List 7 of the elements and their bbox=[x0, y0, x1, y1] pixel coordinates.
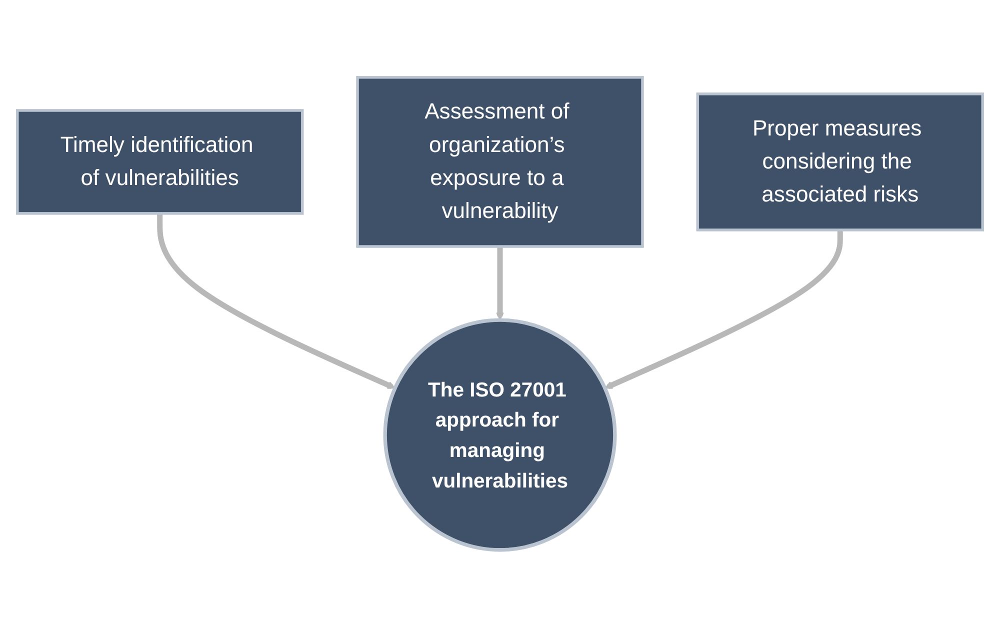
arrow bbox=[604, 230, 843, 390]
node-box: Timely identification of vulnerabilities bbox=[16, 109, 304, 216]
node-box: Proper measures considering the associated risks bbox=[696, 92, 984, 232]
node-circle: The ISO 27001 approach for managing vulnerabilities bbox=[383, 318, 617, 552]
arrow bbox=[496, 246, 504, 321]
node-box: Assessment of organization’s exposure to a vulnerability bbox=[356, 76, 644, 248]
arrow bbox=[157, 214, 396, 390]
